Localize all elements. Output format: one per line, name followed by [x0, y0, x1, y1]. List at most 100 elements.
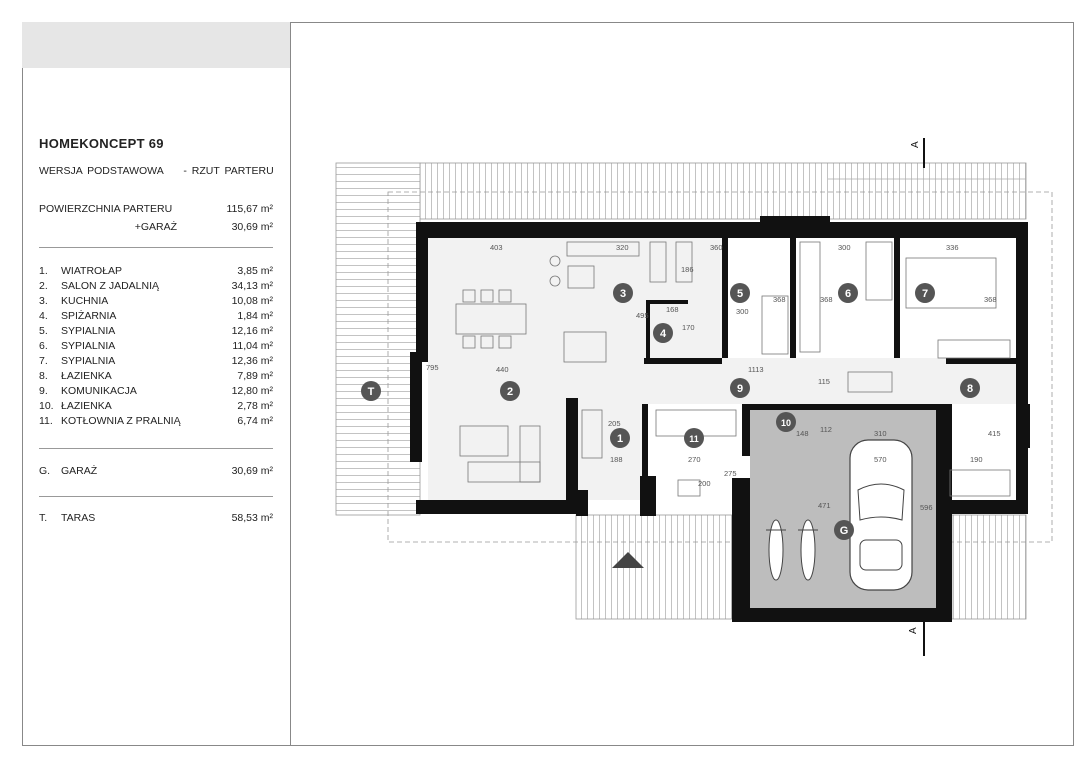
room-marker: 5 [730, 283, 750, 303]
dim-label: 200 [698, 479, 711, 488]
dim-label: 205 [608, 419, 621, 428]
room-area: 6,74 m² [237, 415, 273, 427]
dim-label: 495 [636, 311, 649, 320]
total-garage-label: +GARAŻ [134, 221, 177, 233]
divider [39, 247, 273, 248]
project-subtitle: WERSJA PODSTAWOWA - RZUT PARTERU [39, 165, 274, 177]
svg-text:4: 4 [660, 328, 667, 340]
divider [39, 496, 273, 497]
divider [39, 448, 273, 449]
dim-label: 300 [838, 243, 851, 252]
room-name: SYPIALNIA [61, 355, 116, 367]
svg-text:11: 11 [689, 434, 699, 444]
floor-plan: A A 403 320 360 300 336 186 495 168 170 … [291, 22, 1074, 746]
room-area: 3,85 m² [237, 265, 273, 277]
total-floor-value: 115,67 m² [226, 203, 274, 215]
terrace-area: 58,53 m² [231, 512, 273, 524]
room-marker: T [361, 381, 381, 401]
dim-label: 112 [820, 425, 832, 434]
info-panel: HOMEKONCEPT 69 WERSJA PODSTAWOWA - RZUT … [22, 22, 291, 746]
garage-area: 30,69 m² [231, 465, 273, 477]
total-floor-label: POWIERZCHNIA PARTERU [39, 203, 173, 215]
room-name: ŁAZIENKA [61, 400, 112, 412]
room-name: WIATROŁAP [61, 265, 123, 277]
dim-label: 190 [970, 455, 983, 464]
entrance-arrow-icon [612, 552, 644, 568]
room-area: 12,16 m² [231, 325, 273, 337]
room-name: SYPIALNIA [61, 340, 116, 352]
room-marker: 7 [915, 283, 935, 303]
dim-label: 310 [874, 429, 887, 438]
motorcycle-icon [766, 519, 818, 581]
dim-label: 320 [616, 243, 629, 252]
room-markers: 1 2 3 4 5 6 7 8 9 10 11 G T [361, 283, 980, 540]
dim-label: 300 [736, 307, 749, 316]
dim-label: 270 [688, 455, 701, 464]
room-name: ŁAZIENKA [61, 370, 112, 382]
dim-label: 570 [874, 455, 887, 464]
svg-text:3: 3 [620, 288, 626, 300]
svg-text:G: G [840, 525, 849, 537]
furniture [455, 241, 1011, 497]
room-name: KOTŁOWNIA Z PRALNIĄ [61, 415, 181, 427]
section-marks: A A [908, 138, 925, 656]
svg-text:7: 7 [922, 288, 928, 300]
car-icon [849, 439, 913, 591]
project-title: HOMEKONCEPT 69 [39, 136, 164, 151]
room-marker: 4 [653, 323, 673, 343]
room-marker: 9 [730, 378, 750, 398]
dim-label: 368 [820, 295, 833, 304]
room-marker: 11 [684, 428, 704, 448]
dim-label: 440 [496, 365, 509, 374]
room-name: SALON Z JADALNIĄ [61, 280, 160, 292]
svg-text:9: 9 [737, 383, 743, 395]
version-label: WERSJA PODSTAWOWA [39, 165, 164, 177]
room-marker: 8 [960, 378, 980, 398]
section-label-top: A [910, 141, 921, 148]
room-marker: 1 [610, 428, 630, 448]
section-label-bottom: A [908, 627, 919, 634]
svg-text:1: 1 [617, 433, 623, 445]
dimension-labels: 403 320 360 300 336 186 495 168 170 300 … [426, 243, 1001, 512]
room-area: 7,89 m² [237, 370, 273, 382]
svg-text:6: 6 [845, 288, 851, 300]
dim-label: 115 [818, 377, 830, 386]
room-marker: 2 [500, 381, 520, 401]
dim-label: 170 [682, 323, 695, 332]
terrace-name: TARAS [61, 512, 96, 524]
dim-label: 275 [724, 469, 737, 478]
room-area: 34,13 m² [231, 280, 273, 292]
room-area: 12,36 m² [231, 355, 273, 367]
room-name: KOMUNIKACJA [61, 385, 137, 397]
room-name: KUCHNIA [61, 295, 109, 307]
room-area: 10,08 m² [231, 295, 273, 307]
terrace-hatching [335, 162, 1053, 620]
total-floor-row: POWIERZCHNIA PARTERU 115,67 m² [39, 203, 273, 215]
svg-text:10: 10 [781, 418, 791, 428]
dim-label: 148 [796, 429, 809, 438]
room-area: 1,84 m² [237, 310, 273, 322]
garage-name: GARAŻ [61, 465, 98, 477]
room-name: SYPIALNIA [61, 325, 116, 337]
dim-label: 596 [920, 503, 933, 512]
room-marker: 6 [838, 283, 858, 303]
svg-text:2: 2 [507, 386, 513, 398]
walls [410, 216, 1030, 622]
floor-plan-drawing: A A 403 320 360 300 336 186 495 168 170 … [335, 138, 1053, 656]
dim-label: 186 [681, 265, 694, 274]
view-label: - RZUT PARTERU [183, 165, 274, 177]
dim-label: 403 [490, 243, 503, 252]
panel-header-band [22, 22, 290, 68]
room-area: 2,78 m² [237, 400, 273, 412]
dim-label: 368 [773, 295, 786, 304]
